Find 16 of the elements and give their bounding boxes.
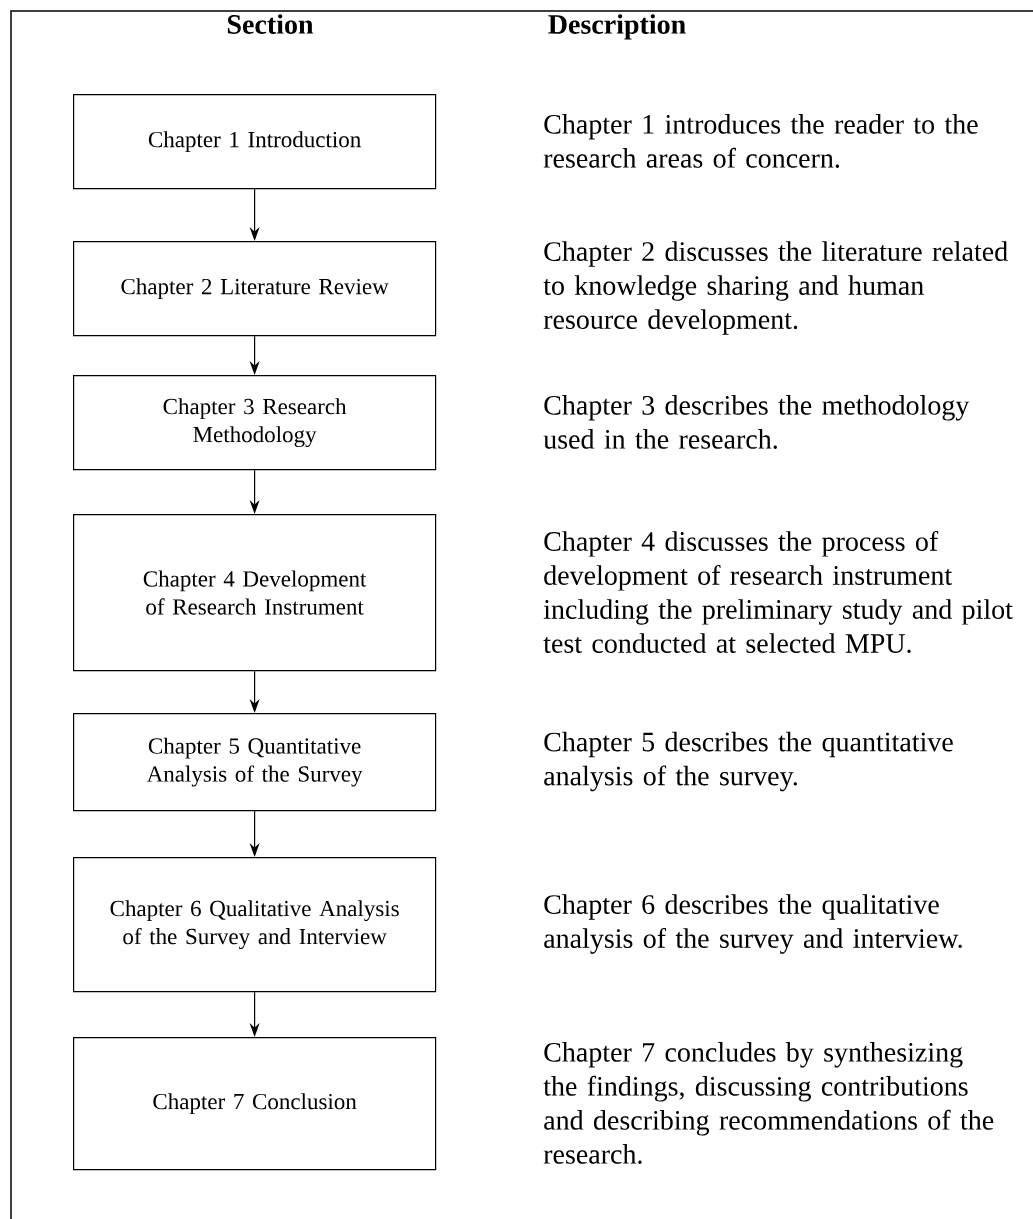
chapter-box: Chapter 4 Development of Research Instrument xyxy=(73,514,437,672)
column-heading: Section xyxy=(227,14,314,34)
chapter-box: Chapter 5 Quantitative Analysis of the Survey xyxy=(73,713,437,812)
description-text: Chapter 7 concludes by synthesizing the findings, discussing contributions and describing recommendations of the research. xyxy=(543,1042,994,1164)
chapter-box: Chapter 1 Introduction xyxy=(73,94,437,190)
description-text: Chapter 6 describes the qualitative analysis of the survey and interview. xyxy=(544,894,962,954)
description-text: Chapter 2 discusses the literature related to knowledge sharing and human resource development. xyxy=(543,241,1008,335)
description-text: Chapter 5 describes the quantitative analysis of the survey. xyxy=(544,731,953,792)
chapter-box: Chapter 3 Research Methodology xyxy=(73,375,437,471)
description-text: Chapter 4 discusses the process of development of research instrument including the preliminary study and pilot test conducted at selected MPU. xyxy=(543,530,1013,654)
column-heading: Description xyxy=(548,14,686,40)
chapter-box: Chapter 2 Literature Review xyxy=(73,241,437,337)
description-text: Chapter 1 introduces the reader to the research areas of concern. xyxy=(543,114,978,168)
chapter-box: Chapter 7 Conclusion xyxy=(73,1037,437,1171)
description-text: Chapter 3 describes the methodology used in the research. xyxy=(543,395,970,449)
chapter-box: Chapter 6 Qualitative Analysis of the Survey and Interview xyxy=(73,857,437,993)
